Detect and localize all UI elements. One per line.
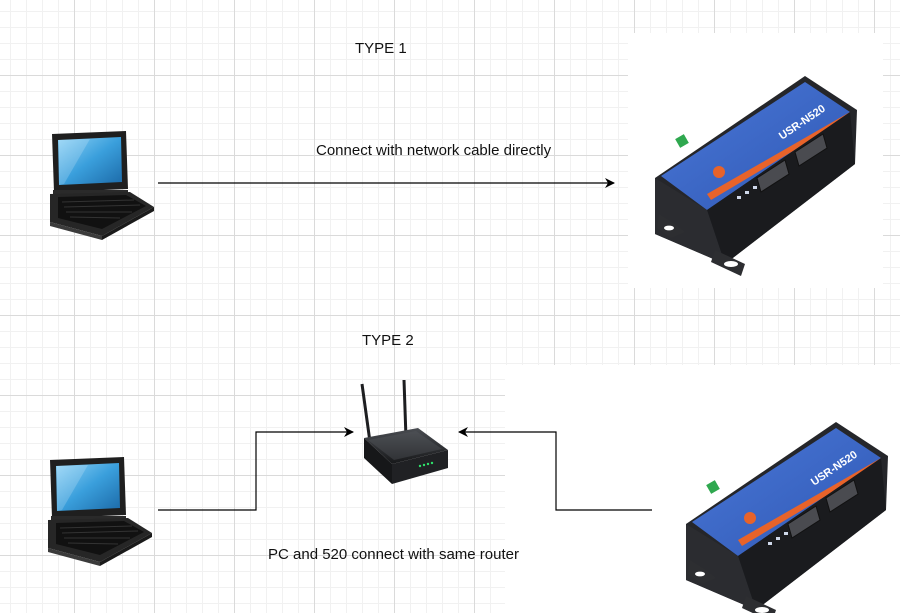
pc-to-router-arrow	[158, 427, 354, 511]
router-icon	[360, 378, 450, 486]
type-2-caption: PC and 520 connect with same router	[268, 546, 519, 563]
usr-n520-device-icon-type-2	[685, 421, 889, 613]
laptop-icon-type-1	[49, 130, 155, 241]
type-1-caption: Connect with network cable directly	[316, 142, 552, 159]
type-2-title: TYPE 2	[362, 332, 414, 349]
usr-n520-device-icon-type-1	[654, 75, 858, 277]
device-to-router-arrow	[458, 427, 652, 511]
type-1-title: TYPE 1	[355, 40, 407, 57]
laptop-icon-type-2	[47, 456, 153, 567]
